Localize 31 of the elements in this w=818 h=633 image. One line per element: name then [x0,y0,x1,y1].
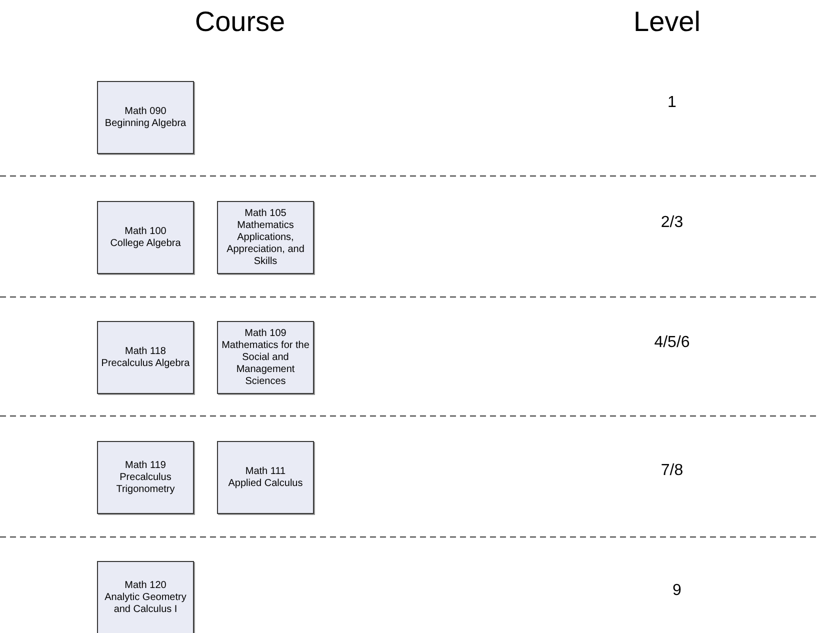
course-name: Analytic Geometry and Calculus I [104,592,188,616]
course-name: College Algebra [110,238,181,250]
course-code: Math 100 [124,226,166,238]
course-code: Math 105 [244,208,286,220]
course-code: Math 119 [125,460,166,472]
course-code: Math 111 [245,466,286,478]
course-box [97,81,194,154]
level-number: 4/5/6 [654,334,690,352]
level-number: 9 [672,582,682,600]
course-name: Mathematics Applications, Appreciation, and Skills [226,220,306,268]
course-code: Math 090 [124,106,166,118]
course-box [97,321,194,394]
course-name: Mathematics for the Social and Management Sciences [220,340,310,388]
column-header: Level [634,6,700,38]
course-box [217,441,314,514]
course-name: Applied Calculus [228,478,303,490]
course-box [97,561,194,633]
course-box [97,441,194,514]
course-code: Math 118 [125,346,166,358]
course-name: Beginning Algebra [104,118,186,130]
column-header: Course [194,6,286,38]
course-box [217,201,314,274]
course-box [97,201,194,274]
course-name: Precalculus Trigonometry [115,472,176,496]
course-code: Math 120 [124,580,166,592]
level-number: 7/8 [660,462,684,480]
course-code: Math 109 [244,328,286,340]
level-number: 2/3 [660,214,684,232]
level-number: 1 [668,94,676,112]
course-box [217,321,314,394]
course-name: Precalculus Algebra [101,358,190,370]
